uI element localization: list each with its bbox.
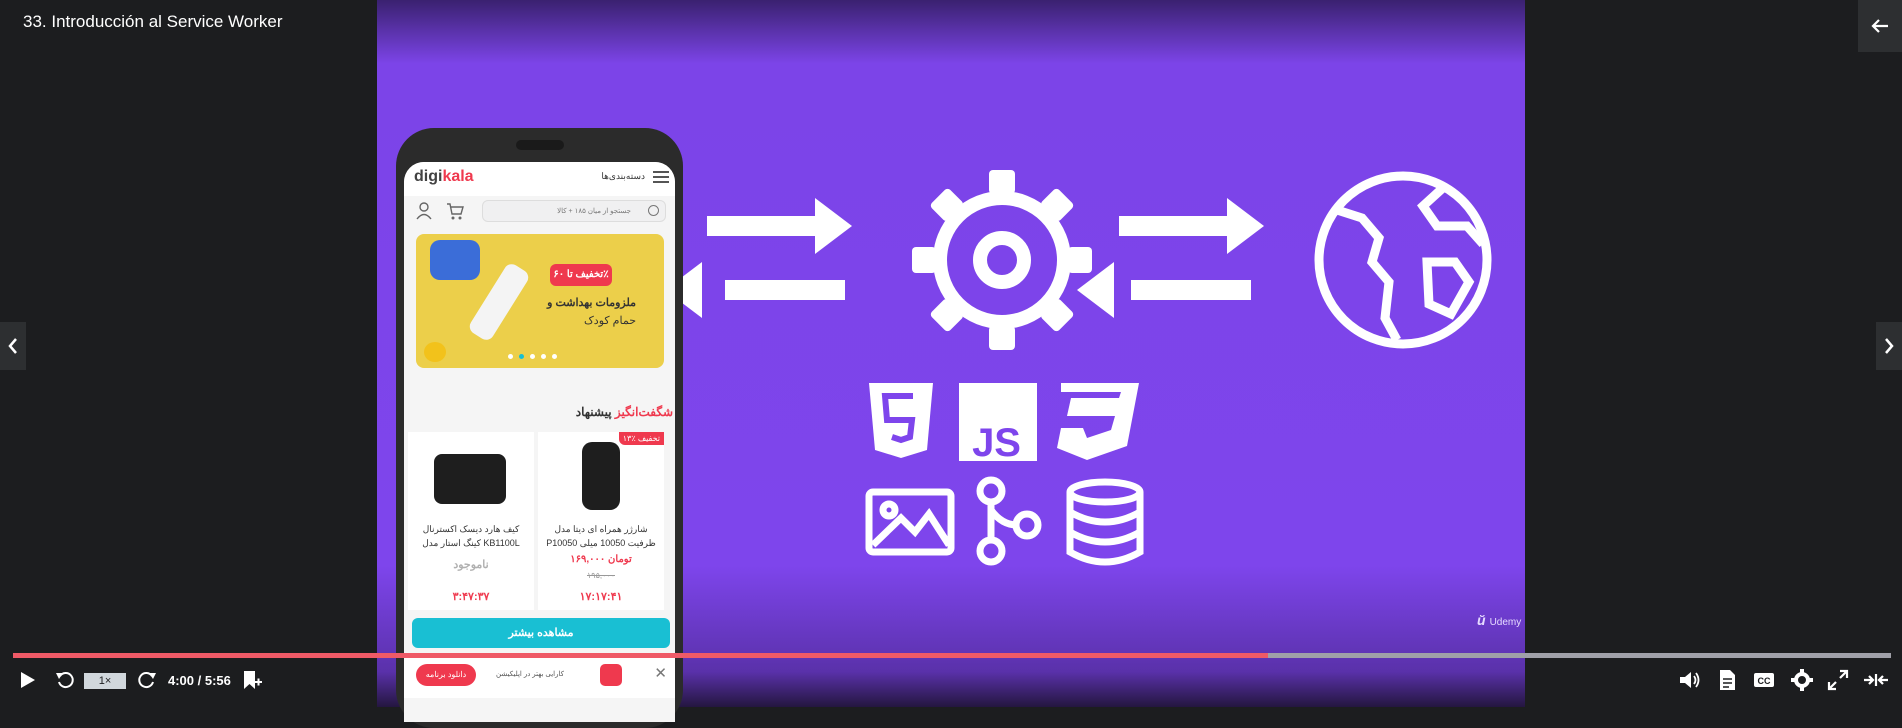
rewind-button[interactable] [54,669,76,691]
product-name: شارژر همراه ای دیتا مدل P10050 ظرفیت 100… [546,524,656,548]
playback-speed-button[interactable]: 1× [84,673,126,689]
user-icon [416,202,432,220]
database-icon [1066,478,1144,566]
expand-icon [1864,674,1888,686]
captions-button[interactable]: CC [1752,669,1776,691]
app-banner-text: کارایی بهتر در اپلیکیشن [496,671,564,678]
phone-screen: digikala دسته‌بندی‌ها جستجو از میان ۱۸۵ … [404,162,675,722]
search-icon [648,205,659,216]
fullscreen-icon [1827,669,1849,691]
product-timer: ۱۷:۱۷:۴۱ [579,591,623,603]
phone-mockup: digikala دسته‌بندی‌ها جستجو از میان ۱۸۵ … [396,128,683,728]
play-icon [21,672,35,688]
product-old-price: ۱۹۵,۰۰۰ [586,571,615,580]
js-icon: JS [959,383,1037,465]
rewind-icon [56,672,74,689]
product-card: ۱۳٪ تخفیف شارژر همراه ای دیتا مدل P10050… [538,432,664,610]
cart-icon [447,203,464,220]
app-icon [600,664,622,686]
app-install-banner: دانلود برنامه کارایی بهتر در اپلیکیشن ✕ [404,654,675,698]
captions-icon: CC [1754,673,1774,687]
arrow-left-icon [665,262,845,318]
download-app-button: دانلود برنامه [416,664,476,686]
amazing-offers-heading: شگفت‌انگیز پیشنهاد [575,405,673,419]
product-status: ناموجود [453,559,489,571]
arrow-right-icon [707,198,852,254]
progress-bar[interactable] [13,653,1891,658]
branch-icon [976,476,1042,566]
carousel-dots [508,354,557,359]
app-header: digikala دسته‌بندی‌ها [404,162,675,196]
hdd-case-image [434,454,506,504]
bookmark-plus-icon [244,671,262,689]
play-button[interactable] [16,669,38,691]
product-price: ۱۶۹,۰۰۰ تومان [570,554,632,565]
power-bank-image [582,442,620,510]
arrow-left-icon [1871,19,1888,33]
banner-line-2: حمام کودک [583,315,636,327]
phone-speaker [516,140,564,150]
gear-teeth [912,170,1092,350]
arrow-left-icon [1077,262,1251,318]
expand-view-button[interactable] [1862,669,1890,691]
toy-image [430,240,480,280]
forward-button[interactable] [136,669,158,691]
control-bar: 1× 4:00 / 5:56 CC [0,661,1902,707]
svg-text:JS: JS [972,421,1021,465]
app-logo: digikala [414,168,474,185]
transcript-button[interactable] [1716,669,1738,691]
slide-graphics: JS [665,170,1492,566]
chevron-right-icon [1885,338,1894,354]
close-sidebar-button[interactable] [1858,0,1902,52]
arrow-right-icon [1119,198,1264,254]
forward-icon [138,672,156,689]
gear-icon [1791,669,1813,691]
gear-icon [933,191,1071,329]
duck-image [424,342,446,362]
volume-icon [1680,672,1700,688]
next-lecture-button[interactable] [1876,322,1902,370]
banner-line-1: ملزومات بهداشت و [547,297,636,309]
categories-label: دسته‌بندی‌ها [601,171,645,181]
product-card: کیف هارد دیسک اکسترنال کینگ استار مدل KB… [408,432,534,610]
discount-badge: تخفیف تا ۶۰٪ [550,264,612,286]
product-timer: ۳:۴۷:۳۷ [452,591,490,603]
progress-fill [13,653,1268,658]
html5-icon [869,383,933,458]
product-name: کیف هارد دیسک اکسترنال کینگ استار مدل KB… [422,524,520,548]
time-display: 4:00 / 5:56 [168,673,231,688]
add-bookmark-button[interactable] [240,669,264,691]
lecture-title: 33. Introducción al Service Worker [23,12,283,31]
close-icon: ✕ [654,665,667,682]
transcript-icon [1720,670,1735,690]
settings-button[interactable] [1790,669,1814,691]
promo-banner: تخفیف تا ۶۰٪ ملزومات بهداشت و حمام کودک [416,234,664,368]
view-more-button: مشاهده بیشتر [412,618,670,648]
image-icon [865,488,955,556]
globe-icon [1314,171,1492,349]
fullscreen-button[interactable] [1826,669,1850,691]
svg-text:CC: CC [1758,676,1771,686]
css3-icon [1057,383,1139,460]
volume-button[interactable] [1678,669,1702,691]
chevron-left-icon [8,338,17,354]
discount-tag: ۱۳٪ تخفیف [618,432,664,445]
app-search-field: جستجو از میان ۱۸۵ + کالا [482,200,666,222]
previous-lecture-button[interactable] [0,322,26,370]
menu-icon [653,171,669,183]
